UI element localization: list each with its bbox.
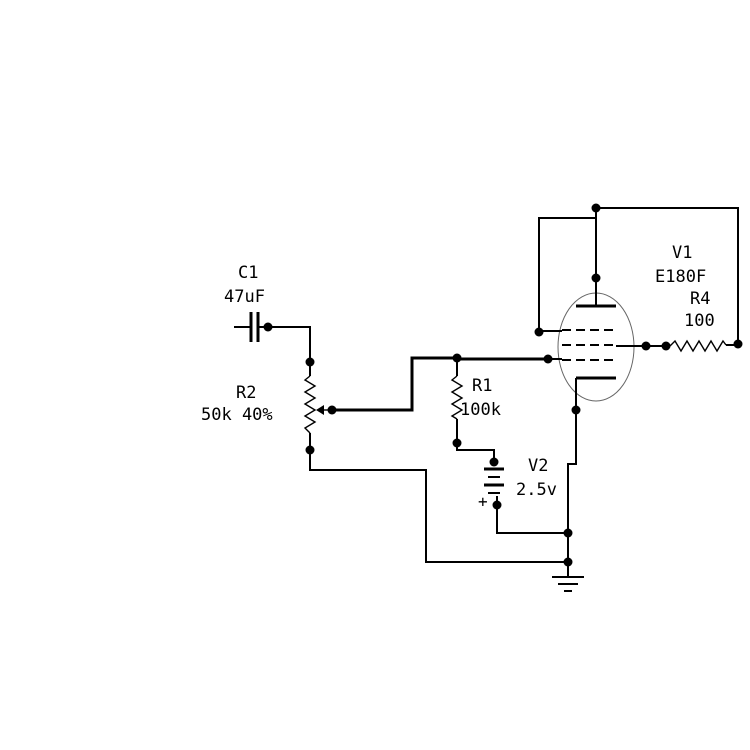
junction-node [733,339,743,349]
junction-node [571,405,581,415]
r1-value-label: 100k [460,400,501,420]
v1-ref-label: V1 [672,243,692,263]
junction-node [641,341,651,351]
junction-node [489,457,499,467]
wires [268,207,739,576]
r4-ref-label: R4 [690,289,710,309]
v2-polarity: + [478,492,488,511]
resistor-r4 [669,339,727,353]
ground-symbol [552,562,584,592]
junction-node [563,557,573,567]
wire-screen-loop [538,217,596,332]
vacuum-tube-v1 [539,278,635,410]
junction-node [263,322,273,332]
wire-v2-to-ground [496,496,568,534]
r4-value-label: 100 [684,311,715,331]
c1-ref-label: C1 [238,263,258,283]
wire-anode-loop [595,207,739,343]
r2-ref-label: R2 [236,383,256,403]
wire-r2-to-ground [309,450,568,563]
junction-node [563,528,573,538]
junction-node [591,273,601,283]
battery-v2: + [478,467,504,511]
junction-node [661,341,671,351]
wire-r1-to-v2 [456,443,495,462]
resistor-r1 [450,375,464,420]
junction-node [452,438,462,448]
v2-value-label: 2.5v [516,480,557,500]
c1-value-label: 47uF [224,287,265,307]
junction-node [327,405,337,415]
wire-cathode-to-ground [567,410,577,576]
junction-node [543,354,553,364]
junction-node [305,357,315,367]
wire-wiper-to-grid [332,356,457,412]
component-labels: C1 47uF R2 50k 40% R1 100k V2 2.5v V1 E1… [201,243,715,500]
v2-ref-label: V2 [528,456,548,476]
junction-node [452,353,462,363]
r2-value-label: 50k 40% [201,405,273,425]
junction-node [305,445,315,455]
junction-node [534,327,544,337]
capacitor-c1 [234,312,268,342]
junction-node [591,203,601,213]
wire-c1-to-r2 [268,326,311,362]
junction-nodes [263,203,743,567]
r1-ref-label: R1 [472,376,492,396]
v1-value-label: E180F [655,267,706,287]
junction-node [492,500,502,510]
potentiometer-r2 [303,375,331,434]
